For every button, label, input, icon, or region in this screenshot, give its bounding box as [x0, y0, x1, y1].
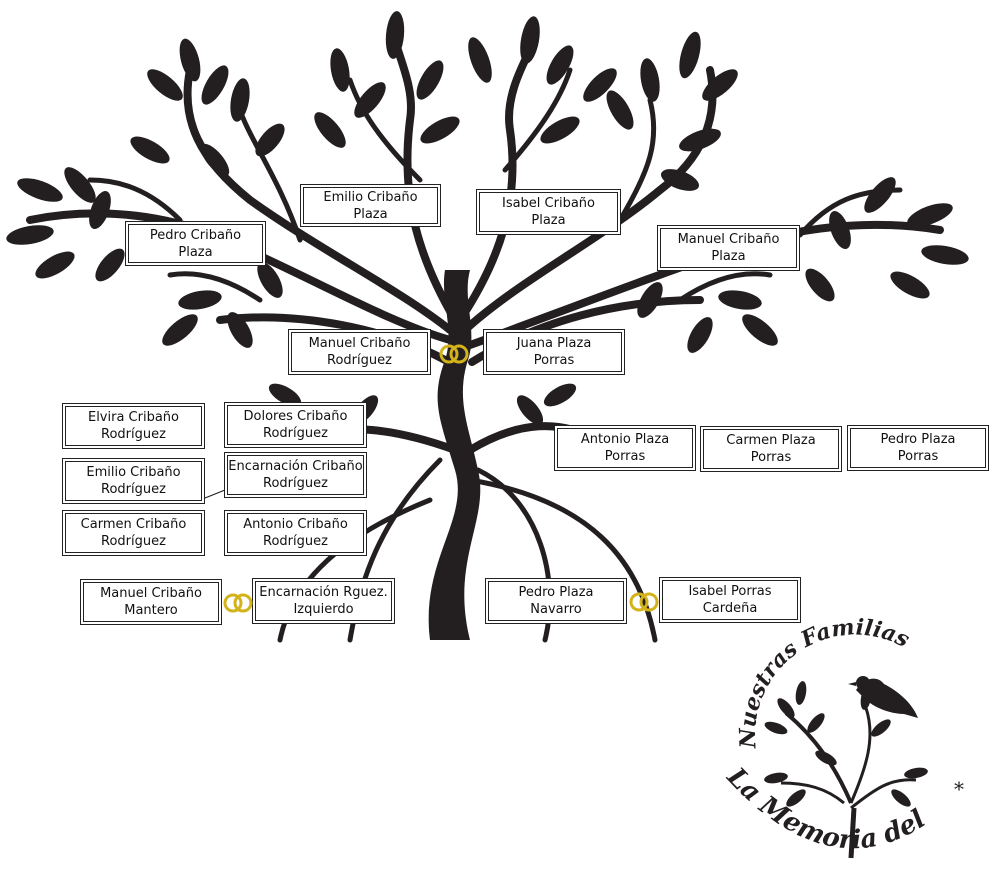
person-surname: Porras [604, 449, 646, 464]
person-surname: Plaza [178, 244, 213, 260]
la-memoria-del-cuco-logo: Nuestras Familias * La Memoria del Cuco [716, 598, 964, 859]
person-name: Antonio Plaza [580, 432, 670, 447]
logo-separator: * [954, 777, 964, 801]
person-name: Isabel Porras [688, 584, 772, 599]
person-surname: Plaza [353, 206, 388, 222]
wedding-rings-icon [223, 593, 253, 613]
person-name: Pedro Cribaño [149, 227, 242, 243]
person-name: Manuel Cribaño [308, 336, 411, 351]
person-name: Carmen Plaza [726, 433, 816, 448]
person-name: Carmen Cribaño [80, 517, 187, 532]
person-surname: Porras [533, 353, 575, 368]
person-surname: Porras [750, 450, 792, 465]
person-name: Pedro Plaza [880, 432, 956, 447]
person-name: Juana Plaza [516, 336, 592, 351]
wedding-rings-icon [439, 344, 469, 364]
person-surname: Rodríguez [101, 482, 166, 497]
person-name: Antonio Cribaño [243, 517, 348, 532]
person-encarnacion-rguez-izquierdo: Encarnación Rguez. Izquierdo [252, 578, 395, 624]
person-surname: Rodríguez [327, 353, 392, 368]
person-surname: Rodríguez [263, 426, 328, 441]
person-surname: Porras [897, 449, 939, 464]
person-name: Dolores Cribaño [243, 409, 348, 424]
person-surname: Rodríguez [263, 534, 328, 549]
person-name: Manuel Cribaño [100, 586, 202, 601]
person-name: Manuel Cribaño [677, 232, 780, 247]
person-name: Emilio Cribaño [323, 189, 418, 205]
person-name: Isabel Cribaño [501, 196, 595, 211]
person-name: Encarnación Rguez. [259, 585, 388, 600]
person-name: Encarnación Cribaño [228, 459, 363, 474]
wedding-rings-icon [629, 592, 659, 612]
person-surname: Rodríguez [263, 476, 328, 491]
person-surname: Plaza [711, 249, 746, 264]
person-surname: Cardeña [702, 601, 758, 616]
person-surname: Plaza [531, 213, 566, 228]
person-surname: Mantero [124, 603, 178, 618]
person-name: Pedro Plaza [518, 585, 594, 600]
person-surname: Izquierdo [293, 602, 354, 617]
person-surname: Rodríguez [101, 427, 166, 442]
person-surname: Navarro [530, 602, 582, 617]
person-surname: Rodríguez [101, 534, 166, 549]
person-name: Elvira Cribaño [87, 410, 180, 425]
person-name: Emilio Cribaño [86, 465, 181, 480]
